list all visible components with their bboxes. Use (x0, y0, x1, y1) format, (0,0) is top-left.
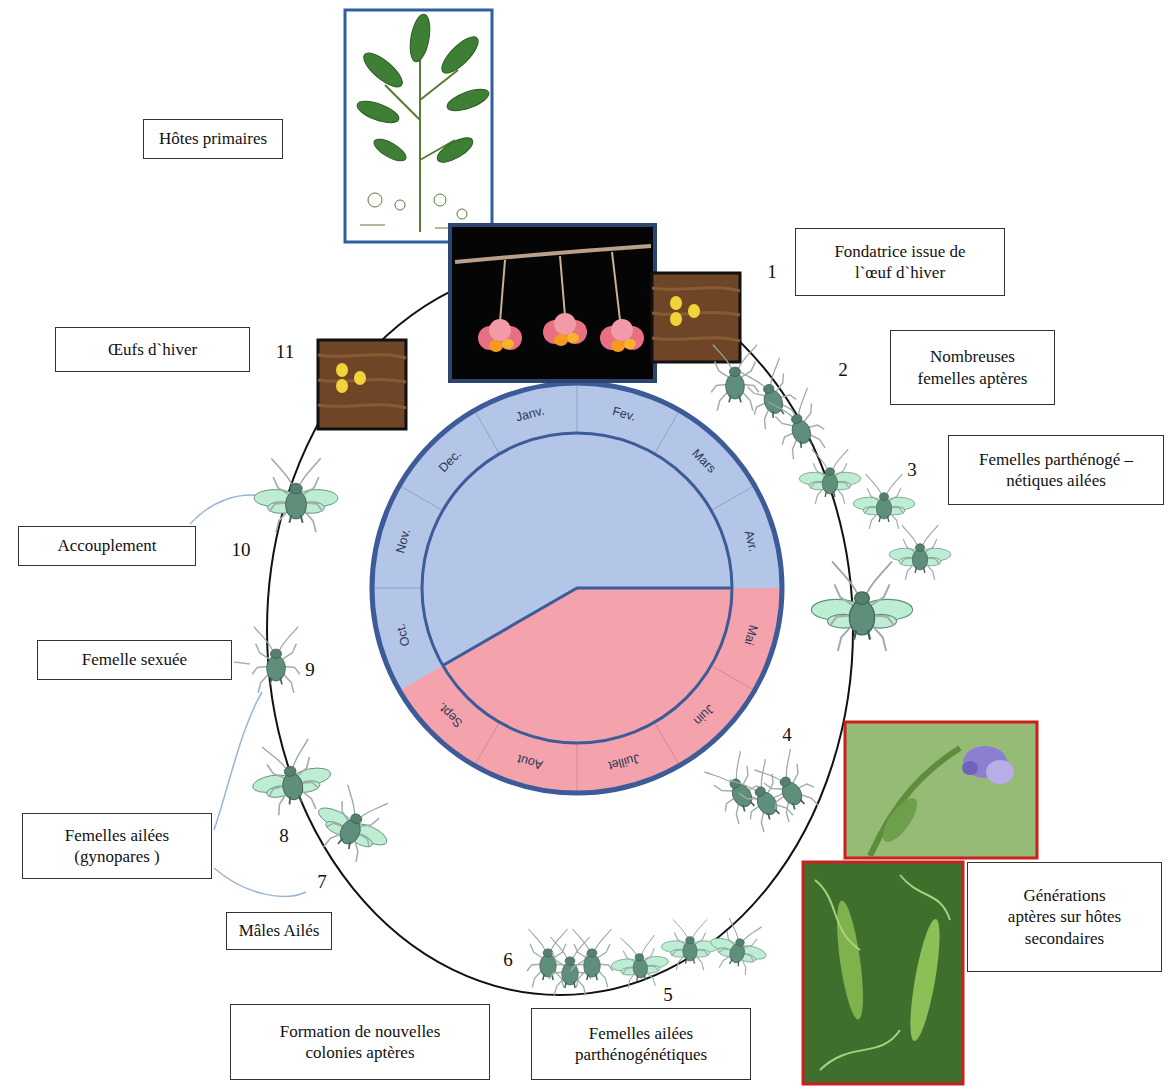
month-label: Mai (741, 623, 760, 646)
box-text: Mâles Ailés (235, 920, 323, 941)
stage-box: Nombreuses femelles aptères (890, 330, 1055, 405)
box-text: Femelle sexuée (46, 649, 223, 670)
box-text: Femelles parthénogé –nétiques ailées (971, 449, 1141, 492)
month-label: Nov. (393, 528, 413, 556)
stage-box: Générations aptères sur hôtes secondaire… (967, 862, 1162, 972)
callout-number: 4 (782, 724, 792, 746)
month-label: Juin (691, 702, 717, 728)
primary-host-illustration (345, 10, 492, 242)
month-label: Mars (689, 446, 719, 476)
callout-number: 8 (279, 825, 289, 847)
stage-box: Femelles ailées parthénogénétiques (531, 1008, 751, 1080)
callout-number: 10 (232, 539, 251, 561)
callout-number: 11 (276, 341, 294, 363)
box-text: Femelles ailées parthénogénétiques (562, 1023, 720, 1066)
pea-pod-photo (803, 862, 963, 1084)
box-text: Générations aptères sur hôtes secondaire… (1002, 885, 1127, 949)
callout-number: 7 (317, 871, 327, 893)
callout-number: 9 (305, 659, 315, 681)
stage-box: Femelle sexuée (37, 640, 232, 680)
winter-egg-photo (318, 340, 406, 429)
stage-box: Fondatrice issue de l`œuf d`hiver (795, 228, 1005, 296)
winter-egg-photo (652, 273, 740, 362)
stage-box: Femelles ailées (gynopares ) (22, 813, 212, 879)
stage-box: Formation de nouvelles colonies aptères (230, 1004, 490, 1080)
box-text: Femelles ailées (gynopares ) (47, 825, 187, 868)
stage-box: Œufs d`hiver (55, 327, 250, 372)
callout-number: 1 (767, 261, 777, 283)
spindle-fruit-photo (450, 225, 655, 381)
aphid (246, 345, 951, 996)
box-text: Œufs d`hiver (64, 339, 241, 360)
month-label: Oct. (393, 622, 412, 648)
month-label: Sept. (434, 700, 465, 731)
stage-box: Mâles Ailés (226, 912, 332, 950)
stage-box: Hôtes primaires (143, 119, 283, 159)
box-text: Hôtes primaires (152, 128, 274, 149)
stage-box: Femelles parthénogé –nétiques ailées (948, 435, 1164, 505)
month-label: Aout (516, 752, 544, 772)
callout-number: 6 (503, 949, 513, 971)
box-text: Accouplement (27, 535, 187, 556)
month-wheel (372, 383, 782, 793)
box-text: Formation de nouvelles colonies aptères (270, 1021, 450, 1064)
month-label: Dec. (436, 447, 464, 475)
pea-flower-photo (845, 722, 1037, 858)
callout-number: 3 (907, 459, 917, 481)
box-text: Nombreuses femelles aptères (908, 346, 1037, 389)
callout-number: 5 (663, 984, 673, 1006)
month-label: Janv. (515, 404, 547, 425)
box-text: Fondatrice issue de l`œuf d`hiver (825, 241, 975, 284)
callout-number: 2 (838, 359, 848, 381)
month-label: Juillet (606, 751, 641, 773)
month-label: Avr. (741, 529, 760, 553)
stage-box: Accouplement (18, 526, 196, 566)
month-label: Fev. (610, 404, 636, 424)
